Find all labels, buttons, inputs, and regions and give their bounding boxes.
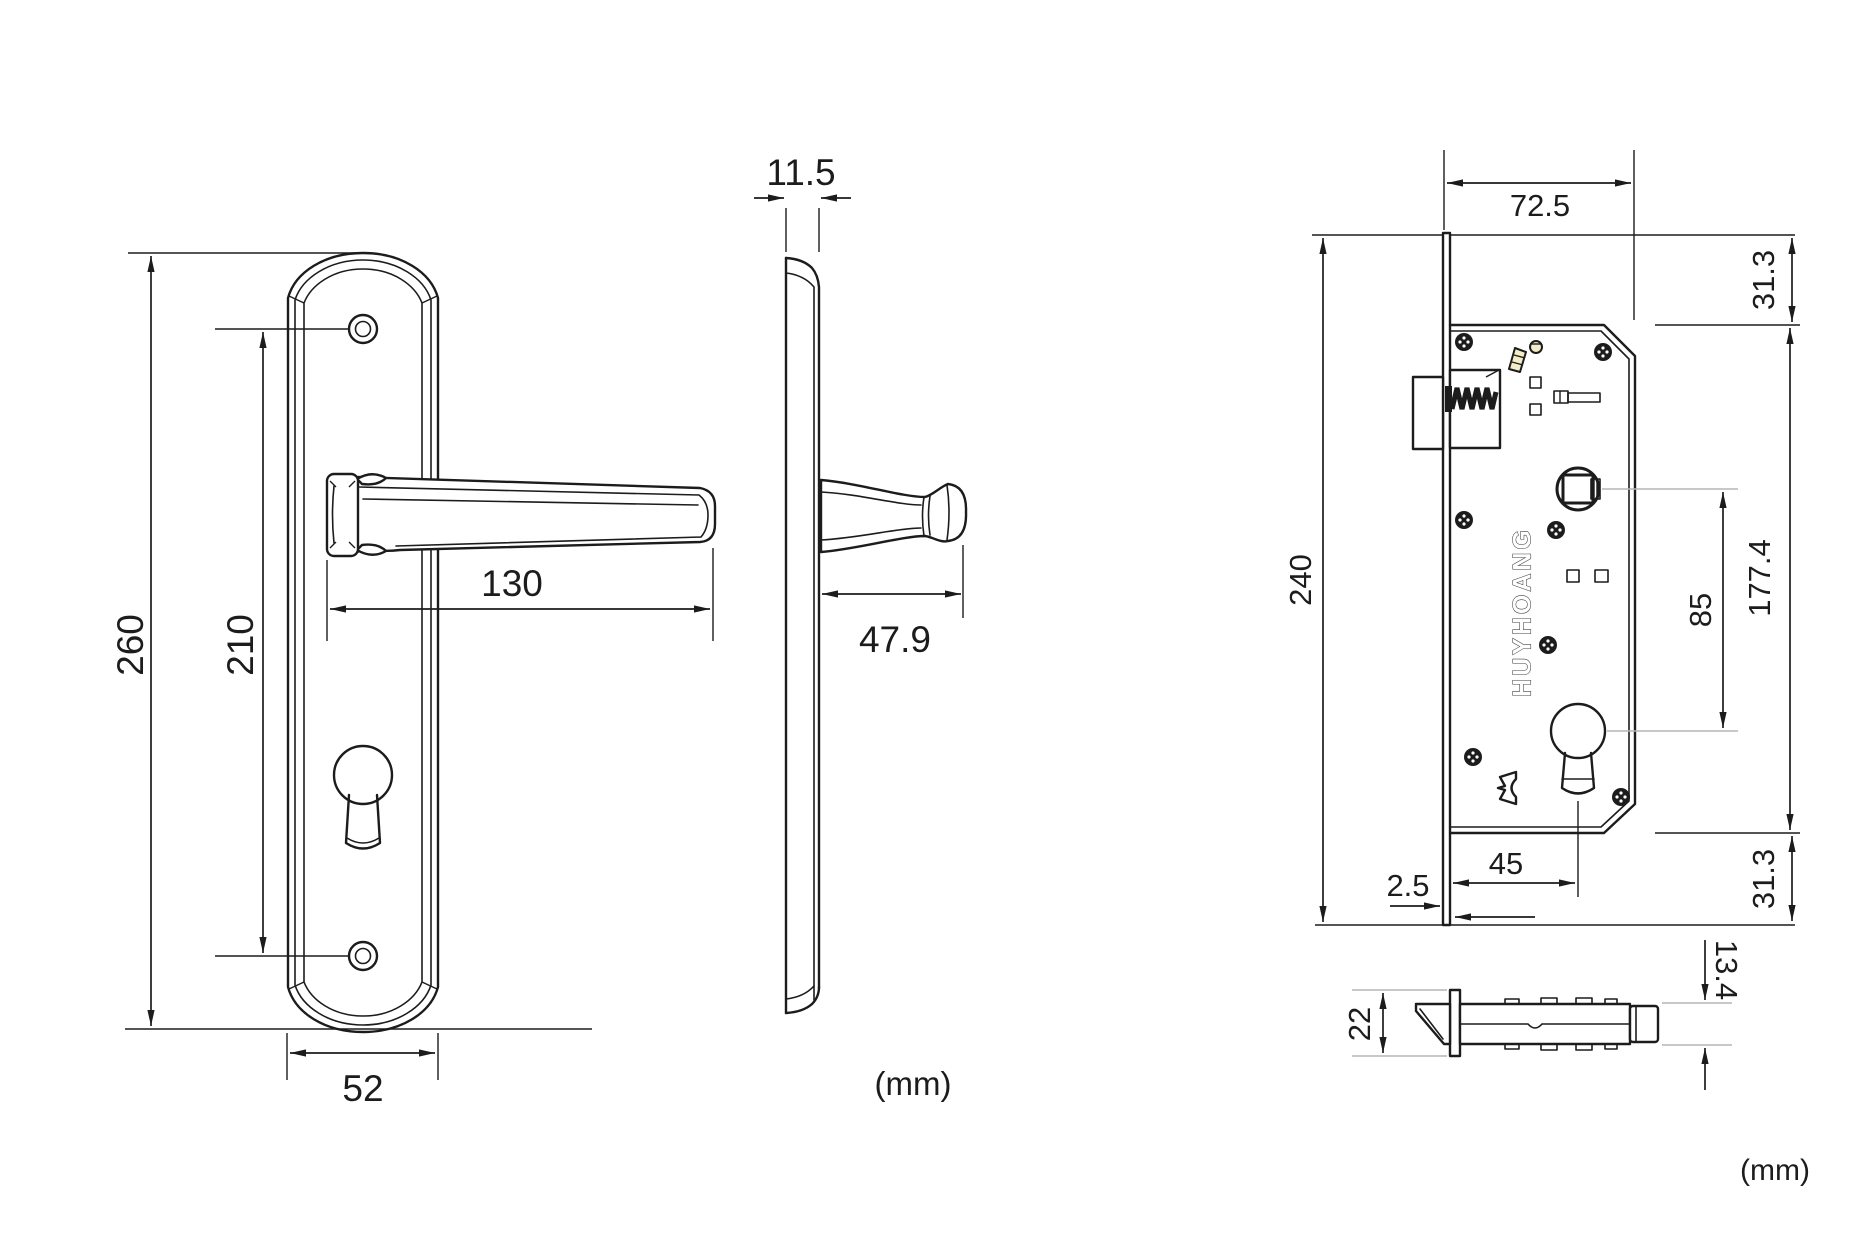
bolt-body-centerline [1459, 1023, 1631, 1029]
dim-label-backset: 45 [1489, 846, 1523, 881]
lever-arm-contours [358, 486, 709, 547]
case-screws [1455, 333, 1630, 806]
spring-clip-detail [1508, 347, 1527, 373]
dim-label-faceplate-thickness: 2.5 [1386, 868, 1429, 903]
bolt-end-cap [1628, 1004, 1660, 1044]
dim-label-screw-spacing: 210 [220, 614, 261, 676]
front-view-dimensions: 260 210 130 52 [110, 252, 714, 1109]
square-hole [1529, 403, 1542, 416]
mortise-lock-body-view: HUYHOANG 240 72.5 31.3 177.4 85 45 2.5 3… [1283, 150, 1800, 927]
plate-outline [286, 251, 440, 1034]
knuckle-contour [331, 485, 335, 544]
dim-label-top-margin: 31.3 [1746, 250, 1781, 310]
retainer-clip [1496, 770, 1518, 806]
dim-label-center-distance: 85 [1683, 593, 1718, 627]
square-hole [1594, 569, 1609, 583]
dim-label-bottom-margin: 31.3 [1746, 849, 1781, 909]
handle-plate-front-view: 260 210 130 52 [110, 251, 717, 1109]
square-hole [1529, 376, 1542, 389]
keyhole [332, 744, 394, 850]
dim-label-bolt-faceplate-width: 22 [1342, 1007, 1377, 1041]
units-label-right: (mm) [1740, 1154, 1810, 1187]
pin-detail [1529, 340, 1543, 354]
spring-anchor [1445, 386, 1452, 412]
screw [1464, 748, 1482, 766]
units-label-left: (mm) [875, 1065, 952, 1102]
plate-corner-chamfers [288, 295, 438, 990]
bolt-thickness-dimension: 13.4 [1662, 940, 1744, 1090]
dim-label-faceplate-length: 240 [1283, 554, 1318, 606]
dim-label-plate-width: 52 [342, 1068, 383, 1109]
spindle-square-hole [1561, 473, 1595, 505]
slide-lever [1567, 392, 1601, 403]
screw [1547, 521, 1565, 539]
lever-knuckle [325, 472, 360, 558]
latch-bolt-top-view: 22 13.4 (mm) [1342, 940, 1810, 1187]
brand-text: HUYHOANG [1509, 527, 1537, 697]
mechanism-details [1496, 340, 1609, 806]
lock-faceplate [1441, 231, 1452, 927]
spindle-hub [1555, 466, 1601, 512]
dim-label-case-length: 177.4 [1742, 539, 1777, 617]
dim-label-overall-height: 260 [110, 614, 151, 676]
screw [1612, 788, 1630, 806]
lock-view-dimensions: 240 72.5 31.3 177.4 85 45 2.5 31.3 [1283, 150, 1796, 922]
latch-spring [1449, 387, 1499, 410]
handle-plate-side-view: 11.5 47.9 (mm) [754, 152, 968, 1102]
plate-inner-bevel-1 [294, 259, 432, 1026]
cylinder-hole [1549, 702, 1607, 795]
bolt-body-tabs [1504, 997, 1618, 1051]
bolt-faceplate-section [1448, 988, 1462, 1058]
lever-bottom-fillet [355, 543, 388, 556]
latch-bolt-housing [1448, 368, 1502, 450]
screw [1539, 636, 1557, 654]
lever-handle-front [325, 472, 717, 558]
side-view-dimensions: 11.5 47.9 [754, 152, 964, 660]
lock-case-inner-line [1449, 330, 1630, 828]
lever-top-fillet [355, 473, 388, 486]
dim-label-handle-length: 130 [481, 563, 543, 604]
dim-label-handle-depth: 47.9 [859, 619, 931, 660]
plate-side-profile [784, 256, 821, 1015]
square-hole [1566, 569, 1580, 583]
latch-bolt-head [1411, 375, 1445, 451]
dim-label-bolt-thickness: 13.4 [1709, 940, 1744, 1000]
knuckle-chamfers [329, 480, 356, 549]
dim-label-case-width: 72.5 [1510, 188, 1570, 223]
screw [1455, 333, 1473, 351]
screw [1594, 343, 1612, 361]
handle-side-profile [819, 478, 968, 554]
screw [1455, 511, 1473, 529]
latch-bolt-assembly [1411, 368, 1502, 451]
dim-label-plate-thickness: 11.5 [766, 152, 835, 193]
